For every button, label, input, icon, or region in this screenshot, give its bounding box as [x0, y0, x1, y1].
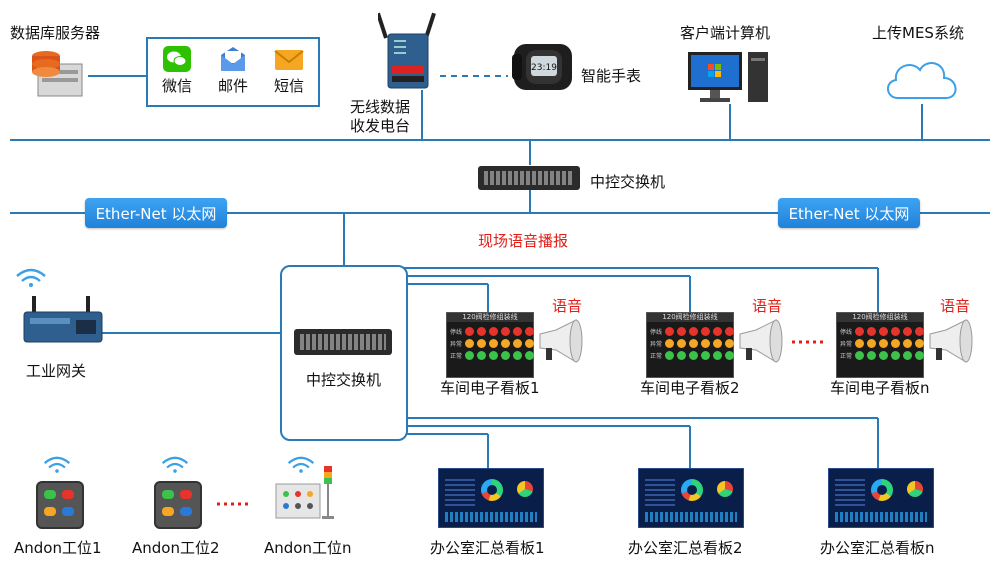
- wechat-label: 微信: [161, 77, 192, 95]
- smart-watch-icon: 23:19: [510, 32, 576, 102]
- speaker-icon: [736, 318, 784, 366]
- office-label-1: 办公室汇总看板1: [430, 539, 545, 557]
- mail-channel: 邮件: [210, 45, 256, 96]
- andon-tower-box-icon: [272, 462, 342, 526]
- voice-label-1: 语音: [552, 297, 583, 315]
- database-server-icon: [28, 44, 88, 100]
- shop-board-2: 120阀检修组装线 停线异常正常: [646, 312, 734, 378]
- shop-board-label-1: 车间电子看板1: [440, 379, 540, 397]
- board-header: 120阀检修组装线: [837, 313, 923, 322]
- andon-label-1: Andon工位1: [14, 539, 102, 557]
- cloud-icon: [880, 52, 964, 104]
- notification-channels: 微信 邮件 短信: [146, 37, 320, 107]
- db-server-label: 数据库服务器: [10, 24, 101, 42]
- office-dashboard-2: [638, 468, 744, 528]
- andon-box-2: [154, 481, 202, 529]
- ethernet-left-badge: Ether-Net 以太网: [85, 198, 227, 228]
- wifi-icon: [14, 266, 48, 288]
- mail-icon: [221, 47, 245, 71]
- mes-label: 上传MES系统: [872, 24, 964, 42]
- radio-label-2: 收发电台: [350, 117, 411, 135]
- voice-label-n: 语音: [940, 297, 971, 315]
- office-dashboard-n: [828, 468, 934, 528]
- gateway-label: 工业网关: [26, 362, 87, 380]
- wechat-icon: [163, 46, 191, 72]
- core-switch-label: 中控交换机: [590, 173, 666, 191]
- ethernet-right-badge: Ether-Net 以太网: [778, 198, 920, 228]
- control-switch-box: 中控交换机: [280, 265, 408, 441]
- office-dashboard-1: [438, 468, 544, 528]
- industrial-gateway-icon: [22, 294, 104, 348]
- speaker-icon: [926, 318, 974, 366]
- office-label-n: 办公室汇总看板n: [820, 539, 935, 557]
- wireless-radio-icon: [376, 10, 438, 92]
- wechat-channel: 微信: [154, 45, 200, 96]
- andon-label-2: Andon工位2: [132, 539, 220, 557]
- voice-broadcast-label: 现场语音播报: [478, 232, 569, 250]
- mail-label: 邮件: [217, 77, 248, 95]
- voice-label-2: 语音: [752, 297, 783, 315]
- sms-channel: 短信: [266, 45, 312, 96]
- radio-label-1: 无线数据: [350, 98, 411, 116]
- wifi-icon: [42, 454, 72, 474]
- andon-label-n: Andon工位n: [264, 539, 352, 557]
- wifi-icon: [286, 454, 316, 474]
- board-header: 120阀检修组装线: [647, 313, 733, 322]
- shop-board-1: 120阀检修组装线 停线异常正常: [446, 312, 534, 378]
- switch-box-label: 中控交换机: [306, 371, 382, 389]
- wifi-icon: [160, 454, 190, 474]
- board-header: 120阀检修组装线: [447, 313, 533, 322]
- shop-board-label-2: 车间电子看板2: [640, 379, 740, 397]
- envelope-icon: [274, 50, 304, 70]
- office-label-2: 办公室汇总看板2: [628, 539, 743, 557]
- svg-text:23:19: 23:19: [531, 63, 557, 73]
- andon-box-1: [36, 481, 84, 529]
- shop-board-n: 120阀检修组装线 停线异常正常: [836, 312, 924, 378]
- watch-label: 智能手表: [581, 67, 642, 85]
- switch-icon: [294, 329, 392, 355]
- sms-label: 短信: [273, 77, 304, 95]
- core-switch-icon: [478, 166, 580, 190]
- speaker-icon: [536, 318, 584, 366]
- client-label: 客户端计算机: [680, 24, 771, 42]
- shop-board-label-n: 车间电子看板n: [830, 379, 930, 397]
- computer-icon: [686, 50, 770, 104]
